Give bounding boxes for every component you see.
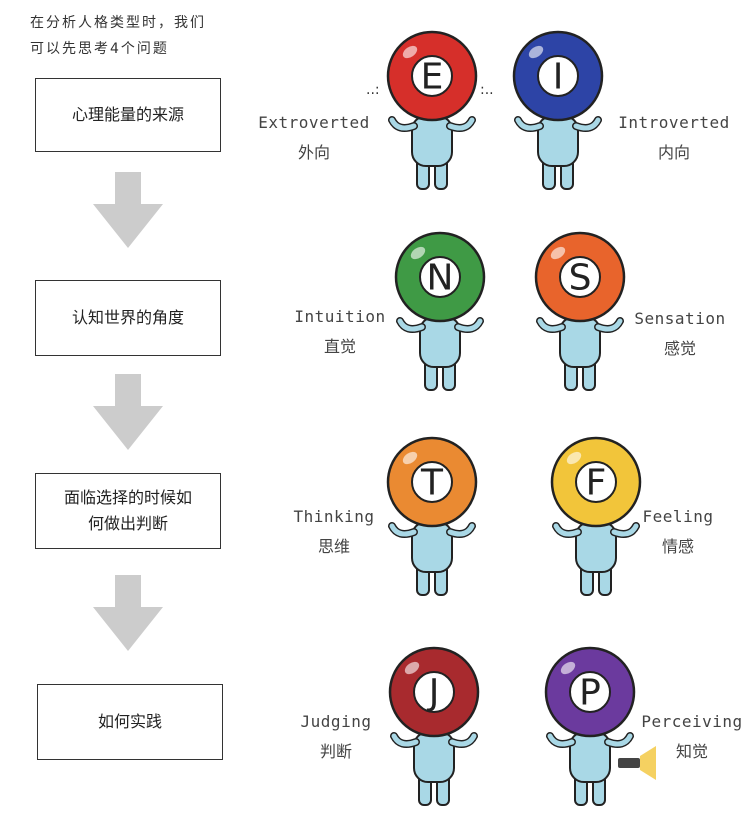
ball-head: N: [394, 231, 486, 323]
excitement-marks-icon: ..:: [366, 82, 380, 98]
character-body: [388, 115, 476, 190]
label-extroverted: Extroverted 外向: [258, 108, 370, 168]
figure-thinking: T: [386, 436, 478, 596]
label-introverted: Introverted 内向: [618, 108, 730, 168]
figure-judging: J: [388, 646, 480, 806]
figure-intuition: N: [394, 231, 486, 391]
type-letter: N: [427, 258, 454, 299]
ball-head: P: [544, 646, 636, 738]
down-arrow-icon: [93, 575, 163, 651]
label-zh: 判断: [319, 742, 352, 761]
label-en: Introverted: [618, 113, 730, 132]
type-letter: S: [569, 258, 592, 299]
character-body: [396, 316, 484, 391]
label-en: Thinking: [293, 507, 375, 526]
figure-introverted: I: [512, 30, 604, 190]
excitement-marks-icon: :..: [480, 82, 494, 98]
flashlight-icon: [618, 746, 656, 780]
ball-head: I: [512, 30, 604, 122]
question-text: 认知世界的角度: [71, 308, 184, 327]
label-zh: 外向: [297, 143, 330, 162]
label-intuition: Intuition 直觉: [290, 302, 390, 362]
intro-text: 在分析人格类型时，我们 可以先思考4个问题: [30, 10, 260, 62]
character-body: [536, 316, 624, 391]
label-perceiving: Perceiving 知觉: [640, 707, 744, 767]
type-letter: P: [579, 673, 601, 714]
character-body: [552, 521, 640, 596]
character-body: [388, 521, 476, 596]
ball-head: T: [386, 436, 478, 528]
figure-sensation: S: [534, 231, 626, 391]
label-thinking: Thinking 思维: [284, 502, 384, 562]
character-body: [546, 731, 634, 806]
question-box-perception: 认知世界的角度: [35, 280, 221, 356]
question-box-practice: 如何实践: [37, 684, 223, 760]
figure-extroverted: ..: :.. E: [366, 30, 494, 190]
question-box-energy: 心理能量的来源: [35, 78, 221, 152]
label-zh: 感觉: [663, 339, 696, 358]
character-body: [514, 115, 602, 190]
down-arrow-icon: [93, 172, 163, 248]
type-letter: T: [420, 463, 444, 504]
figure-feeling: F: [550, 436, 642, 596]
label-zh: 情感: [661, 537, 694, 556]
type-letter: E: [421, 57, 444, 98]
question-text-line-1: 面临选择的时候如: [63, 488, 192, 507]
type-letter: J: [427, 673, 440, 714]
ball-head: S: [534, 231, 626, 323]
question-text: 如何实践: [97, 712, 162, 731]
figure-perceiving: P: [544, 646, 656, 806]
label-en: Sensation: [634, 309, 726, 328]
label-en: Intuition: [294, 307, 386, 326]
question-text-line-2: 何做出判断: [87, 514, 168, 533]
type-letter: F: [586, 463, 607, 504]
label-zh: 直觉: [323, 337, 356, 356]
question-box-decision: 面临选择的时候如 何做出判断: [35, 473, 221, 549]
type-letter: I: [553, 57, 564, 98]
down-arrow-icon: [93, 374, 163, 450]
ball-head: F: [550, 436, 642, 528]
label-zh: 内向: [657, 143, 690, 162]
label-en: Judging: [300, 712, 372, 731]
label-en: Extroverted: [258, 113, 370, 132]
label-sensation: Sensation 感觉: [630, 304, 730, 364]
label-en: Feeling: [642, 507, 714, 526]
label-judging: Judging 判断: [286, 707, 386, 767]
label-zh: 思维: [317, 537, 350, 556]
label-feeling: Feeling 情感: [628, 502, 728, 562]
label-zh: 知觉: [675, 742, 708, 761]
intro-line-1: 在分析人格类型时，我们: [30, 15, 206, 31]
ball-head: E: [386, 30, 478, 122]
ball-head: J: [388, 646, 480, 738]
character-body: [390, 731, 478, 806]
label-en: Perceiving: [641, 712, 743, 731]
intro-line-2: 可以先思考4个问题: [30, 41, 169, 57]
question-text: 心理能量的来源: [71, 105, 184, 124]
